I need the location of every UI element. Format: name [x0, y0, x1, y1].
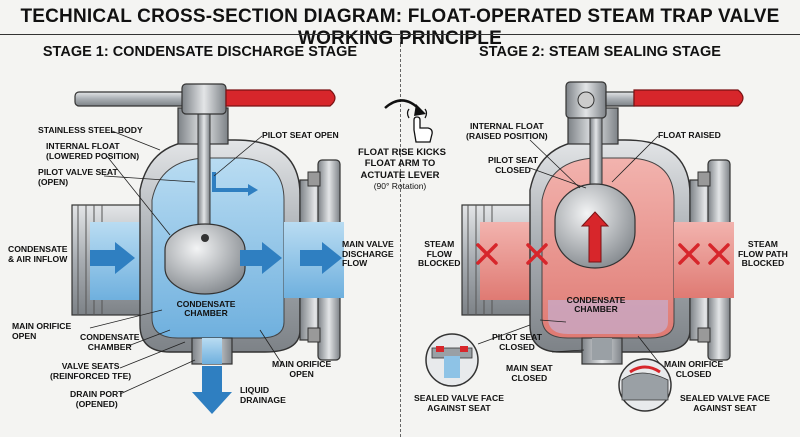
stage2-title: STAGE 2: STEAM SEALING STAGE	[479, 44, 721, 60]
actuation-subtext: (90° Rotation)	[373, 181, 427, 192]
stage1-title: STAGE 1: CONDENSATE DISCHARGE STAGE	[42, 44, 358, 60]
inflow-arrows	[90, 242, 342, 274]
label-pilot-valve-seat: PILOT VALVE SEAT (OPEN)	[38, 167, 118, 187]
detail-inset-right	[618, 358, 672, 412]
label-float-lowered: INTERNAL FLOAT (LOWERED POSITION)	[46, 141, 140, 161]
label-pilot-seat-closed-top: PILOT SEAT CLOSED	[488, 155, 538, 175]
pilot-flow-arrow	[212, 172, 248, 192]
handle-grip	[225, 89, 336, 107]
label-valve-seats: VALVE SEATS (REINFORCED TFE)	[50, 361, 132, 381]
label-main-orifice-left: MAIN ORIFICE OPEN	[12, 321, 72, 341]
label-float-raised-position: INTERNAL FLOAT (RAISED POSITION)	[466, 121, 548, 141]
label-discharge-flow: MAIN VALVE DISCHARGE FLOW	[342, 239, 394, 269]
label-pilot-seat-closed-bottom: PILOT SEAT CLOSED	[492, 332, 542, 352]
curved-arrow-icon	[384, 99, 421, 111]
label-pilot-seat-open: PILOT SEAT OPEN	[262, 130, 339, 140]
blocked-x-icon	[476, 243, 730, 265]
label-steam-flow-blocked: STEAM FLOW BLOCKED	[418, 239, 461, 269]
drainage-arrow	[192, 366, 232, 414]
label-sealed-face-right: SEALED VALVE FACE AGAINST SEAT	[680, 393, 770, 413]
label-main-orifice-right: MAIN ORIFICE OPEN	[272, 359, 332, 379]
label-main-orifice-closed: MAIN ORIFICE CLOSED	[664, 359, 724, 379]
label-float-raised: FLOAT RAISED	[658, 130, 721, 140]
label-steam-path-blocked: STEAM FLOW PATH BLOCKED	[738, 239, 788, 269]
label-stainless-body: STAINLESS STEEL BODY	[38, 125, 143, 135]
float-ball	[164, 223, 246, 295]
label-chamber-inner-2: CONDENSATE CHAMBER	[566, 295, 626, 315]
stage-divider	[400, 34, 401, 437]
stage1-valve	[71, 83, 344, 414]
float-up-arrow	[580, 211, 610, 263]
diagram-title: TECHNICAL CROSS-SECTION DIAGRAM: FLOAT-O…	[20, 6, 780, 49]
label-drain-port: DRAIN PORT (OPENED)	[70, 389, 124, 409]
label-chamber-outer: CONDENSATE CHAMBER	[80, 332, 140, 352]
actuation-text: FLOAT RISE KICKS FLOAT ARM TO ACTUATE LE…	[358, 147, 446, 181]
label-inflow: CONDENSATE & AIR INFLOW	[8, 244, 68, 264]
label-sealed-face-left: SEALED VALVE FACE AGAINST SEAT	[414, 393, 504, 413]
detail-inset-left	[425, 333, 479, 387]
handle-grip-2	[633, 89, 744, 107]
label-main-seat-closed: MAIN SEAT CLOSED	[506, 363, 553, 383]
label-chamber-inner: CONDENSATE CHAMBER	[176, 299, 236, 319]
middle-icons	[384, 99, 433, 143]
hand-tap-icon	[406, 108, 433, 143]
label-liquid-drainage: LIQUID DRAINAGE	[240, 385, 286, 405]
stage2-valve	[425, 81, 744, 412]
actuation-note: FLOAT RISE KICKS FLOAT ARM TO ACTUATE LE…	[358, 147, 446, 192]
